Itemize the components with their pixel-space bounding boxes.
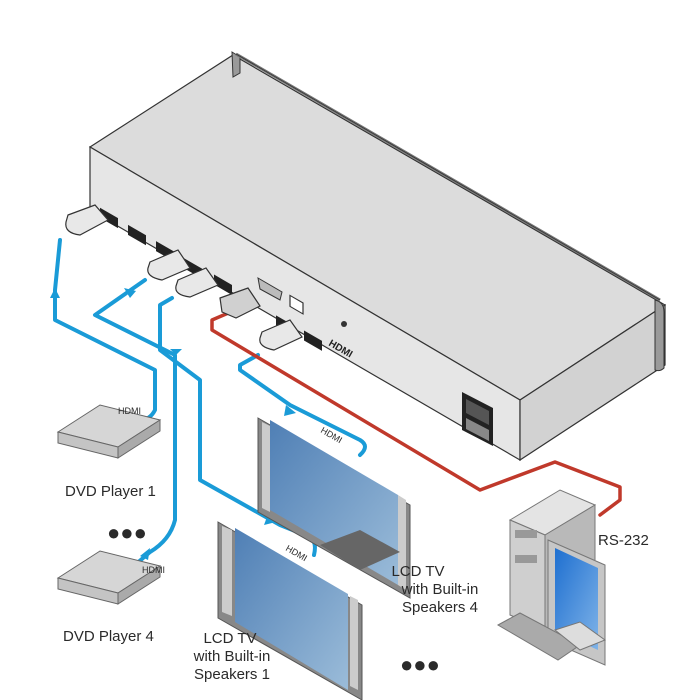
hdmi-cable-tv4 (238, 353, 367, 457)
tv4-label-line3: Speakers 4 (402, 599, 478, 616)
hdmi-connector-in1 (65, 204, 109, 236)
hdmi-connector-out (259, 319, 303, 351)
dvd4-label: DVD Player 4 (63, 628, 154, 645)
pc-controller: RS-232 (496, 489, 649, 666)
rs232-port[interactable] (257, 277, 283, 301)
rs232-cable (210, 306, 622, 517)
dvd4-cable-label: HDMI (142, 565, 165, 575)
hdmi-port-in-2[interactable] (128, 224, 146, 246)
tv4-label-line1: LCD TV (391, 563, 444, 580)
ethernet-port[interactable] (289, 294, 304, 315)
hdmi-port-out-1[interactable] (214, 274, 232, 295)
tv1-label-line3: Speakers 1 (194, 666, 270, 683)
dvd1-label: DVD Player 1 (65, 483, 156, 500)
tv1-label-line1: LCD TV (203, 630, 256, 647)
tv4-label-line2: with Built-in (401, 581, 479, 598)
lcd-tv-4: HDMI LCD TV with Built-in Speakers 4 (257, 417, 479, 616)
lcd-tv-1: HDMI LCD TV with Built-in Speakers 1 (193, 521, 363, 700)
tv1-label-line2: with Built-in (193, 648, 271, 665)
dvd1-cable-label: HDMI (118, 406, 141, 416)
ellipsis-displays: ●●● (400, 652, 440, 677)
reset-button[interactable] (341, 321, 347, 327)
hdmi-cable-dvd4 (93, 278, 177, 567)
hdmi-connector-in3 (175, 267, 219, 298)
hdmi-port-out-4[interactable] (304, 330, 322, 351)
hdmi-cable-dvd1 (53, 238, 157, 422)
hdmi-port-in-1[interactable] (100, 207, 118, 229)
switcher-side (519, 303, 666, 462)
hdmi-connector-in2 (147, 249, 191, 281)
hdmi-connectors (65, 204, 303, 351)
ellipsis-sources: ●●● (107, 520, 147, 545)
matrix-switcher: HDMI (88, 51, 667, 462)
rs232-label: RS-232 (598, 532, 649, 549)
rs232-connector (219, 287, 261, 319)
dvd-player-1: HDMI DVD Player 1 (56, 404, 162, 500)
power-inlet (462, 392, 493, 446)
dvd-player-4: HDMI DVD Player 4 (56, 550, 165, 645)
